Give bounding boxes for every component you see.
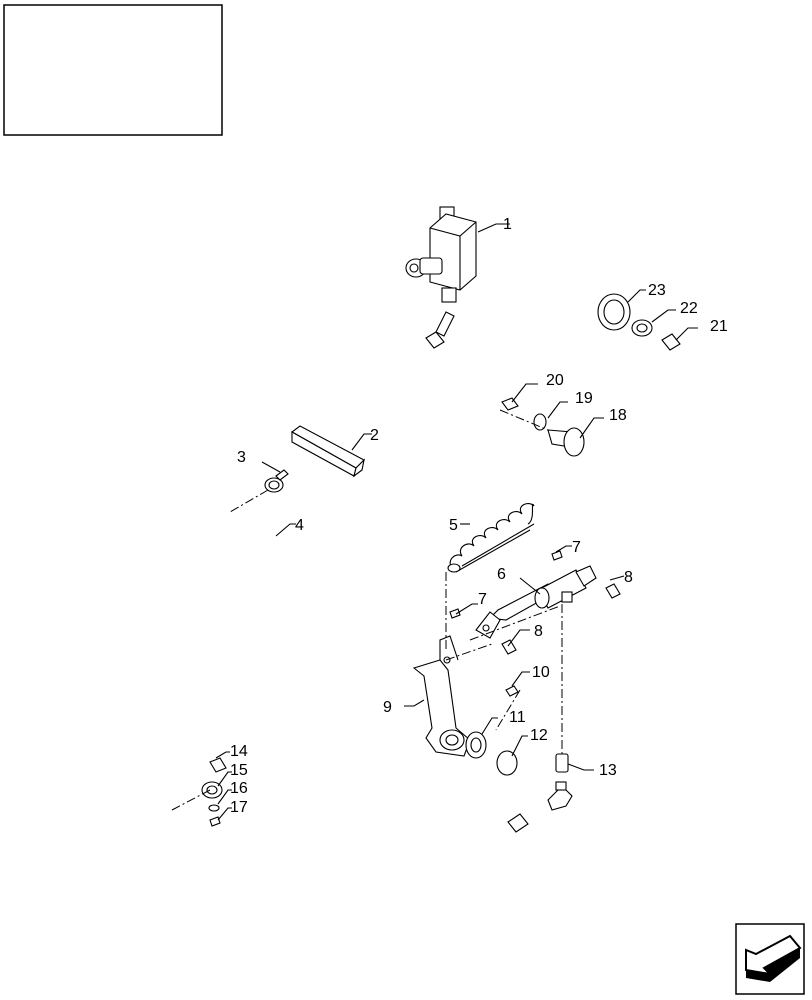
valve-block bbox=[405, 206, 477, 303]
callout-21: 21 bbox=[710, 318, 728, 335]
clamp bbox=[264, 469, 289, 493]
callout-14: 14 bbox=[230, 743, 248, 760]
bracket-arm bbox=[412, 635, 471, 757]
callout-2: 2 bbox=[370, 427, 379, 444]
snap-ring bbox=[496, 750, 518, 776]
bushing-23 bbox=[597, 293, 631, 331]
callouts: 1 2 3 4 5 6 7 7 8 8 9 10 11 12 13 14 15 … bbox=[230, 216, 728, 816]
arrow-next-page-icon[interactable] bbox=[735, 923, 805, 995]
bolt-10 bbox=[505, 685, 519, 697]
nut-20 bbox=[501, 397, 519, 411]
title-box bbox=[3, 4, 223, 136]
callout-5: 5 bbox=[449, 517, 458, 534]
sleeve bbox=[290, 425, 365, 478]
callout-3: 3 bbox=[237, 449, 246, 466]
elbow-fitting bbox=[547, 753, 573, 811]
hose bbox=[137, 311, 529, 834]
callout-10: 10 bbox=[532, 664, 550, 681]
callout-23: 23 bbox=[648, 282, 666, 299]
callout-9: 9 bbox=[383, 699, 392, 716]
callout-17: 17 bbox=[230, 799, 248, 816]
callout-7a: 7 bbox=[572, 539, 581, 556]
bolt-7-top bbox=[551, 550, 563, 561]
grommet-22 bbox=[631, 319, 653, 337]
bolt-8-left bbox=[501, 639, 517, 655]
callout-22: 22 bbox=[680, 300, 698, 317]
callout-4: 4 bbox=[295, 517, 304, 534]
callout-18: 18 bbox=[609, 407, 627, 424]
callout-12: 12 bbox=[530, 727, 548, 744]
leader-lines bbox=[215, 223, 698, 821]
callout-8a: 8 bbox=[624, 569, 633, 586]
bolt-7-left bbox=[449, 608, 461, 619]
callout-1: 1 bbox=[503, 216, 512, 233]
callout-15: 15 bbox=[230, 762, 248, 779]
callout-20: 20 bbox=[546, 372, 564, 389]
callout-6: 6 bbox=[497, 566, 506, 583]
callout-7b: 7 bbox=[478, 591, 487, 608]
washer bbox=[465, 731, 487, 759]
spring bbox=[447, 503, 535, 573]
callout-11: 11 bbox=[509, 709, 526, 726]
washer-19 bbox=[533, 413, 547, 431]
callout-19: 19 bbox=[575, 390, 593, 407]
callout-8b: 8 bbox=[534, 623, 543, 640]
bolt-8-top bbox=[605, 583, 621, 599]
clip-assembly bbox=[201, 757, 227, 827]
callout-16: 16 bbox=[230, 780, 248, 797]
fitting-21 bbox=[661, 333, 681, 351]
callout-13: 13 bbox=[599, 762, 617, 779]
